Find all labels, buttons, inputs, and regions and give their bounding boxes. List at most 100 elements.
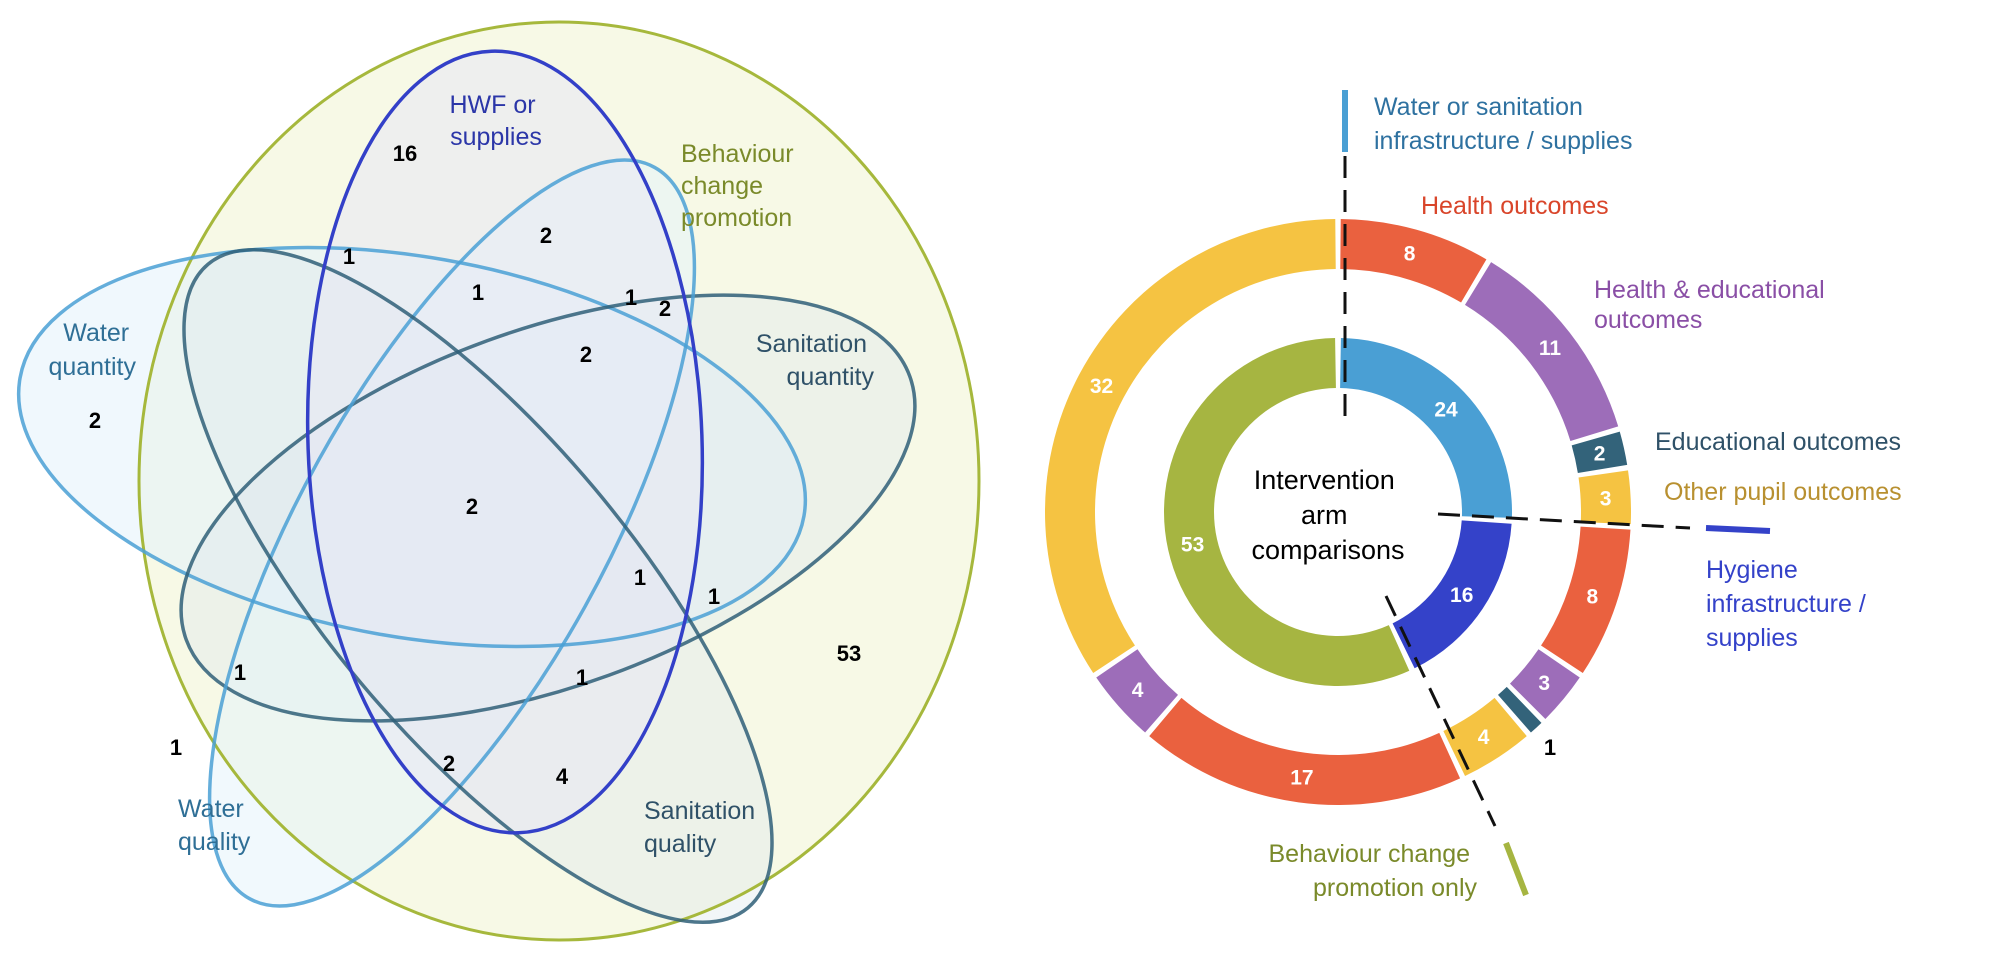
center-label-line-1: Intervention bbox=[1254, 465, 1395, 495]
outcome-label-educational: Educational outcomes bbox=[1655, 428, 1901, 456]
label-sanitation-quantity: Sanitation quantity bbox=[756, 330, 875, 391]
outcome-label-educational-line-1: Educational outcomes bbox=[1655, 428, 1901, 456]
inner-ring-segment bbox=[1392, 520, 1512, 669]
region-count: 1 bbox=[708, 584, 720, 609]
label-water-quantity-line-2: quantity bbox=[48, 353, 136, 381]
inner-ring-value-label: 16 bbox=[1450, 584, 1473, 607]
venn-set-outline-hwf bbox=[305, 49, 705, 835]
group-label-wash: Water or sanitation infrastructure / sup… bbox=[1374, 93, 1632, 155]
label-behaviour-change: Behaviour change promotion bbox=[681, 140, 801, 232]
group-label-behaviour: Behaviour change promotion only bbox=[1269, 840, 1478, 902]
label-behaviour-line-3: promotion bbox=[681, 204, 792, 232]
group-label-wash-line-1: Water or sanitation bbox=[1374, 93, 1583, 121]
outer-small-value-label: 1 bbox=[1544, 735, 1556, 760]
outer-ring-segment bbox=[1149, 697, 1461, 805]
group-label-wash-line-2: infrastructure / supplies bbox=[1374, 127, 1632, 155]
region-count: 1 bbox=[343, 244, 355, 269]
label-hwf: HWF or supplies bbox=[449, 91, 542, 151]
region-count: 2 bbox=[580, 342, 592, 367]
region-count: 16 bbox=[393, 141, 417, 166]
outcome-label-health: Health outcomes bbox=[1421, 192, 1609, 220]
outer-ring-segment bbox=[1464, 262, 1619, 442]
outer-ring-segment bbox=[1340, 219, 1487, 303]
label-behaviour-line-1: Behaviour bbox=[681, 140, 794, 168]
outer-ring-segment bbox=[1571, 431, 1628, 473]
region-count: 1 bbox=[625, 285, 637, 310]
center-label: Intervention arm comparisons bbox=[1251, 465, 1404, 565]
outer-ring-value-label: 32 bbox=[1090, 375, 1113, 398]
label-hwf-line-2: supplies bbox=[450, 123, 542, 151]
label-water-quantity: Water quantity bbox=[48, 319, 136, 381]
label-water-quality-line-1: Water bbox=[178, 795, 244, 823]
outer-ring-value-label: 3 bbox=[1538, 672, 1550, 695]
label-sanitation-quality: Sanitation quality bbox=[644, 797, 762, 858]
outcome-label-other-pupil-line-1: Other pupil outcomes bbox=[1664, 478, 1902, 506]
group-label-hygiene-line-3: supplies bbox=[1706, 624, 1798, 652]
venn-diagram: HWF or supplies Behaviour change promoti… bbox=[16, 20, 981, 942]
divider-line-bottom bbox=[1384, 595, 1497, 827]
label-water-quantity-line-1: Water bbox=[63, 319, 129, 347]
inner-ring-segment bbox=[1340, 338, 1512, 518]
group-label-hygiene: Hygiene infrastructure / supplies bbox=[1706, 556, 1873, 652]
region-count: 2 bbox=[89, 408, 101, 433]
group-label-hygiene-line-1: Hygiene bbox=[1706, 556, 1798, 584]
inner-ring bbox=[1164, 338, 1512, 686]
outer-ring-value-label: 3 bbox=[1600, 487, 1612, 510]
outer-ring-segment bbox=[1096, 649, 1179, 733]
region-count: 4 bbox=[556, 764, 569, 789]
outer-ring-segment bbox=[1443, 697, 1527, 777]
region-count: 1 bbox=[170, 735, 182, 760]
venn-set-outline-sanitation-quality bbox=[182, 248, 774, 924]
outcome-label-health-educational-line-1: Health & educational bbox=[1594, 276, 1825, 304]
venn-set-outline-water-quantity bbox=[16, 245, 808, 649]
outcome-label-health-line-1: Health outcomes bbox=[1421, 192, 1609, 220]
outer-ring-segment bbox=[1541, 526, 1631, 674]
outcome-label-health-educational-line-2: outcomes bbox=[1594, 306, 1702, 334]
nested-donut-chart: 8 11 2 3 8 3 4 17 4 32 24 16 53 Intervention arm com… bbox=[1045, 90, 1902, 902]
label-water-quality: Water quality bbox=[178, 795, 251, 856]
region-count: 2 bbox=[443, 751, 455, 776]
center-label-line-2: arm bbox=[1301, 500, 1348, 530]
outer-ring-value-label: 11 bbox=[1539, 337, 1562, 360]
region-count: 1 bbox=[576, 665, 588, 690]
outcome-label-other-pupil: Other pupil outcomes bbox=[1664, 478, 1902, 506]
group-label-behaviour-line-1: Behaviour change bbox=[1269, 840, 1471, 868]
label-sanitation-quantity-line-2: quantity bbox=[786, 363, 874, 391]
segment-value-labels: 8 11 2 3 8 3 4 17 4 32 24 16 53 bbox=[1090, 243, 1612, 790]
outer-ring-value-label: 2 bbox=[1594, 443, 1606, 466]
outer-ring-value-label: 4 bbox=[1478, 726, 1490, 749]
outer-ring-value-label: 4 bbox=[1132, 679, 1144, 702]
label-sanitation-quality-line-1: Sanitation bbox=[644, 797, 755, 825]
outer-ring-value-label: 8 bbox=[1586, 586, 1598, 609]
region-count: 1 bbox=[634, 565, 646, 590]
inner-ring-segment bbox=[1164, 338, 1410, 686]
venn-region-counts: 16 2 1 1 1 2 2 2 2 1 1 53 1 1 1 2 4 bbox=[89, 141, 861, 789]
inner-ring-value-label: 24 bbox=[1434, 398, 1458, 421]
marker-bar-hygiene bbox=[1705, 525, 1771, 534]
region-count: 2 bbox=[659, 296, 671, 321]
region-count: 2 bbox=[466, 494, 478, 519]
inner-ring-value-label: 53 bbox=[1181, 533, 1204, 556]
outcome-label-health-educational: Health & educational outcomes bbox=[1594, 276, 1832, 334]
label-sanitation-quantity-line-1: Sanitation bbox=[756, 330, 867, 358]
region-count: 53 bbox=[837, 641, 861, 666]
label-sanitation-quality-line-2: quality bbox=[644, 830, 717, 858]
outer-ring bbox=[1045, 219, 1631, 805]
venn-set-outline-sanitation-quantity bbox=[179, 293, 917, 723]
region-count: 1 bbox=[472, 280, 484, 305]
venn-set-outline-water-quality bbox=[207, 158, 697, 908]
outer-ring-value-label: 17 bbox=[1290, 767, 1313, 790]
divider-line-right bbox=[1437, 512, 1691, 530]
group-label-behaviour-line-2: promotion only bbox=[1313, 874, 1477, 902]
outer-ring-segment bbox=[1509, 649, 1580, 719]
venn-outlines bbox=[16, 20, 981, 942]
venn-set-outline-behaviour bbox=[137, 20, 981, 942]
venn-fills bbox=[18, 22, 979, 940]
group-label-hygiene-line-2: infrastructure / bbox=[1706, 590, 1866, 618]
region-count: 2 bbox=[540, 223, 552, 248]
label-hwf-line-1: HWF or bbox=[449, 91, 535, 119]
center-label-line-3: comparisons bbox=[1251, 535, 1404, 565]
label-behaviour-line-2: change bbox=[681, 172, 763, 200]
outer-ring-value-label: 8 bbox=[1404, 243, 1416, 266]
